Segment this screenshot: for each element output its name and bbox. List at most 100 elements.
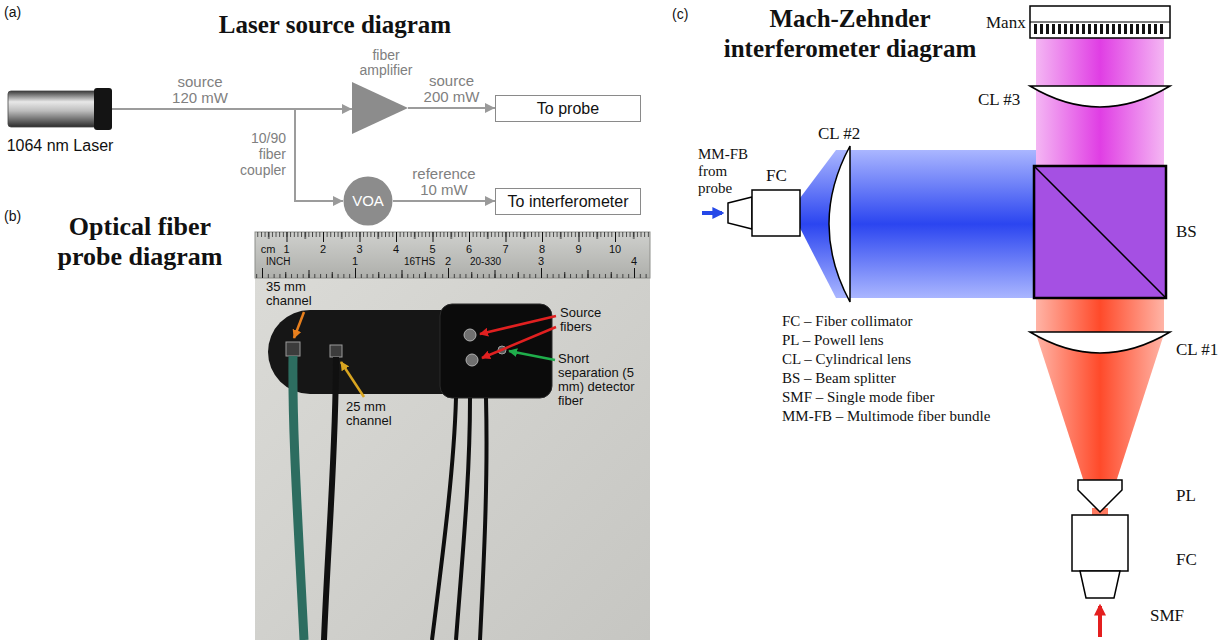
label-holder: 9 (564, 243, 594, 256)
label-holder: 2 (308, 243, 338, 256)
ruler-unit: cm (253, 243, 283, 256)
label-holder: MM-FB – Multimode fiber bundle (782, 407, 990, 425)
label-holder: 8 (527, 243, 557, 256)
label-holder: CL #2 (818, 124, 860, 144)
label-holder: (c) (672, 6, 688, 23)
edge-label: source 200 mW (421, 73, 483, 105)
ruler-number: 8 (527, 243, 557, 256)
label-holder: PL (1176, 486, 1196, 506)
cylindrical-lens (1030, 86, 1170, 107)
edge-label: source 120 mW (167, 74, 233, 106)
attenuator-circle: VOA (343, 176, 393, 226)
label-holder: Mach-Zehnder interferometer diagram (700, 4, 1000, 64)
cylindrical-lens (829, 146, 850, 302)
label-holder: FC (1176, 550, 1197, 570)
panel-title: Optical fiber probe diagram (45, 212, 235, 272)
ruler-number: 2 (308, 243, 338, 256)
label-holder: 1 (340, 255, 370, 268)
label-holder: SMF (1150, 606, 1184, 626)
ruler-number: 1 (272, 243, 302, 256)
ruler-unit: INCH (266, 256, 290, 268)
label-holder: CL #3 (978, 90, 1020, 110)
fiber-collimator (752, 190, 800, 236)
label-holder: Manx (986, 13, 1026, 33)
amplifier-triangle: fiber amplifier (352, 82, 408, 134)
callout-label: Short separation (5 mm) detector fiber (558, 352, 648, 408)
label-holder: (a) (4, 4, 21, 21)
ruler-number: 5 (418, 243, 448, 256)
label-holder: FC (766, 166, 787, 186)
label-holder: MM-FB from probe (698, 146, 760, 197)
label-holder: cm (253, 243, 283, 256)
fiber-cable (480, 398, 487, 640)
pointer-arrow (509, 351, 555, 360)
panel-letter: (c) (672, 6, 688, 23)
abbreviation-key: MM-FB – Multimode fiber bundle (782, 407, 990, 425)
collimator-nose (1080, 571, 1120, 598)
label-holder: INCH (266, 256, 290, 268)
edge-label-holder: reference 10 mW (411, 166, 477, 198)
ruler-number: 7 (491, 243, 521, 256)
laser-icon: 1064 nm Laser (8, 88, 112, 130)
label-holder: CL #1 (1176, 340, 1218, 360)
label-holder: 4 (381, 243, 411, 256)
output-box: To probe (495, 95, 641, 122)
camera-line (1030, 21, 1170, 22)
callout-label: 35 mm channel (266, 280, 338, 308)
part-label: MM-FB from probe (698, 146, 760, 197)
fiber-cable (293, 356, 304, 640)
abbreviation-key: FC – Fiber collimator (782, 312, 912, 330)
ruler (255, 232, 650, 278)
pointer-arrow (294, 312, 304, 338)
interferometer (702, 6, 1170, 637)
input-arrow (702, 211, 722, 215)
ruler-number: 2 (433, 255, 463, 268)
laser-body (8, 91, 98, 127)
node-text: To interferometer (508, 192, 629, 211)
part-label: Manx (986, 13, 1026, 33)
fiber-cable (432, 398, 456, 640)
caption-holder: 1064 nm Laser (2, 136, 118, 155)
callout-label: 25 mm channel (346, 400, 418, 428)
node-text: To probe (537, 99, 599, 118)
output-box: To interferometer (495, 188, 641, 215)
powell-lens (1078, 480, 1122, 512)
abbreviation-key: CL – Cylindrical lens (782, 350, 911, 368)
ruler-number: 9 (564, 243, 594, 256)
part-label: CL #1 (1176, 340, 1218, 360)
label-holder: 1 (272, 243, 302, 256)
ruler-number: 3 (526, 255, 556, 268)
fiber-cable (456, 398, 470, 640)
label-holder: CL – Cylindrical lens (782, 350, 911, 368)
laser-cap (94, 88, 112, 130)
fiber-connector (112, 109, 343, 201)
channel-port (330, 345, 342, 357)
ruler-ticks (255, 232, 650, 278)
label-holder: 16THS (404, 256, 435, 268)
label-holder: PL – Powell lens (782, 331, 884, 349)
fiber-cable (324, 357, 336, 640)
label-holder: 10 (600, 243, 630, 256)
label-holder: 3 (526, 255, 556, 268)
amplifier-symbol (352, 82, 408, 134)
label-holder: 25 mm channel (346, 400, 418, 428)
callout-label: Source fibers (560, 306, 620, 334)
caption-holder: fiber amplifier (356, 48, 416, 78)
node-caption: 1064 nm Laser (2, 136, 118, 155)
label-holder: 7 (491, 243, 521, 256)
ruler-number: 10 (600, 243, 630, 256)
abbreviation-key: SMF – Single mode fiber (782, 388, 935, 406)
fiber-tip (466, 354, 478, 366)
label-holder: 5 (418, 243, 448, 256)
node-caption: fiber amplifier (356, 48, 416, 78)
probe-photo (255, 232, 650, 640)
fiber-connector (408, 107, 495, 109)
ruler-ticks (255, 232, 650, 278)
ruler-ticks (255, 232, 650, 278)
part-label: SMF (1150, 606, 1184, 626)
splitter-diagonal (1034, 166, 1166, 298)
label-holder: Source fibers (560, 306, 620, 334)
pointer-arrow (341, 362, 364, 397)
